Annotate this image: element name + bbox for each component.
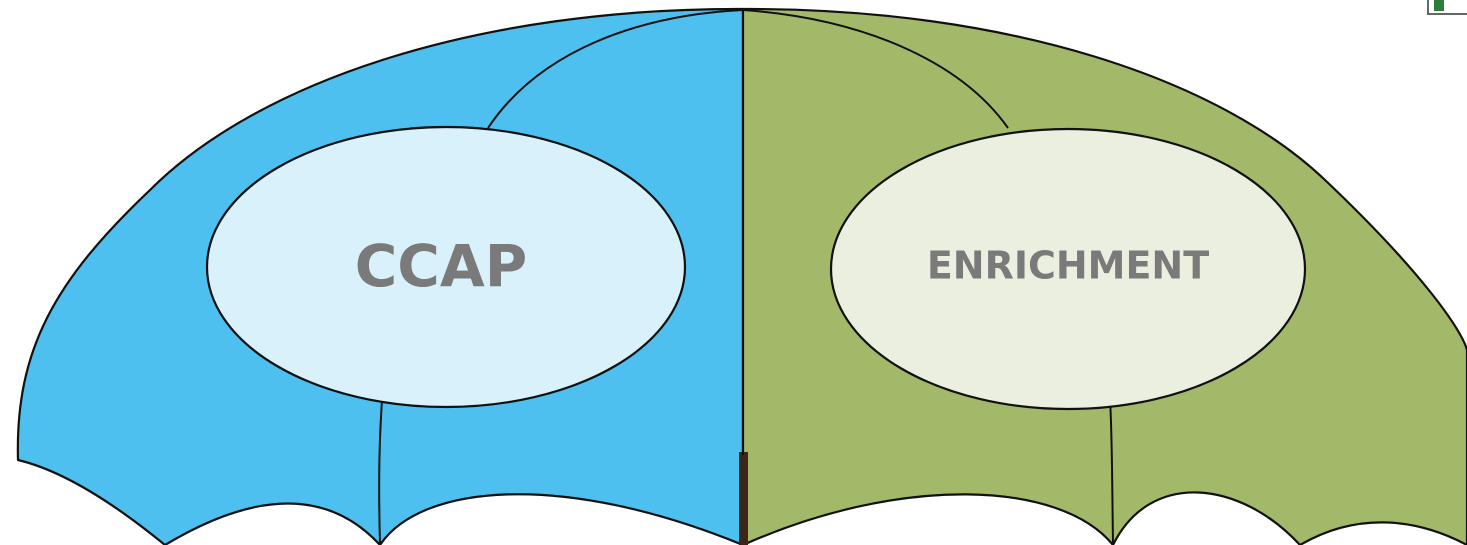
umbrella-pole xyxy=(739,452,748,545)
ccap-label: CCAP xyxy=(355,232,528,300)
enrichment-label: ENRICHMENT xyxy=(927,244,1209,288)
enrichment-oval xyxy=(829,127,1307,411)
right-upper-curve xyxy=(742,9,1009,129)
left-panel-seam xyxy=(378,399,383,545)
ccap-oval xyxy=(205,125,687,409)
right-panel-seam xyxy=(1109,399,1114,545)
corner-icon xyxy=(1427,0,1467,15)
left-upper-curve xyxy=(487,9,744,129)
